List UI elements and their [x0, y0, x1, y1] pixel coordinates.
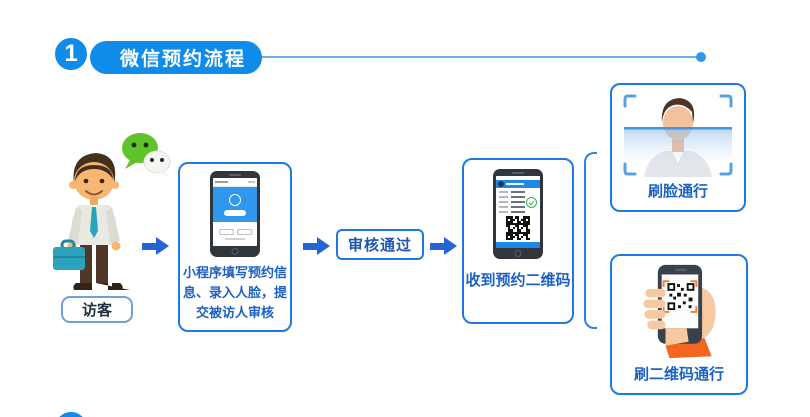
- avatar: [498, 181, 504, 188]
- visitor-label: 访客: [61, 296, 133, 323]
- next-step-number: 2: [64, 414, 77, 417]
- miniprogram-logo-icon: [229, 193, 241, 206]
- outcome-face-label: 刷脸通行: [647, 183, 708, 200]
- arrow-right-icon: [142, 237, 169, 256]
- review-passed-label: 审核通过: [347, 237, 412, 254]
- visitor-illustration: [53, 153, 130, 290]
- qr-code: [506, 216, 530, 241]
- phone-qr-mockup: [493, 169, 543, 259]
- step-number: 1: [64, 40, 78, 67]
- phone-home-button: [514, 250, 522, 257]
- phone-speaker: [229, 174, 241, 176]
- miniprogram-navbar: [213, 178, 257, 187]
- miniprogram-hero: [213, 187, 257, 222]
- outcome-qr-pass-box: 刷二维码通行: [610, 254, 748, 395]
- step-number-badge: 1: [52, 35, 90, 73]
- phone-speaker: [512, 172, 524, 174]
- header-rule-line: [258, 56, 698, 58]
- hand-holding-phone-illustration: [643, 264, 716, 359]
- approved-check-icon: [526, 197, 537, 209]
- arrow-right-icon: [303, 237, 330, 256]
- step2-qr-received-box: 收到预约二维码: [462, 158, 574, 324]
- arrow-right-icon: [430, 237, 457, 256]
- wechat-icon: [122, 133, 171, 177]
- step1-miniprogram-box: 小程序填写预约信息、录入人脸，提交被访人审核: [178, 162, 292, 332]
- visitor-label-text: 访客: [81, 302, 112, 319]
- phone-home-button: [231, 248, 239, 255]
- miniprogram-button: [224, 209, 246, 216]
- face-scan-illustration: [623, 94, 733, 177]
- app-navbar: [496, 179, 540, 189]
- step1-caption: 小程序填写预约信息、录入人脸，提交被访人审核: [183, 265, 288, 320]
- phone-screen: [496, 176, 540, 248]
- header-rule-end-dot: [696, 52, 706, 62]
- reservation-detail: [496, 188, 540, 243]
- section-title: 微信预约流程: [119, 49, 246, 70]
- step2-caption: 收到预约二维码: [465, 272, 571, 289]
- next-step-number-badge: 2: [52, 409, 90, 417]
- phone-miniprogram-mockup: [210, 171, 260, 257]
- outcome-qr-label: 刷二维码通行: [633, 366, 724, 383]
- outcome-face-pass-box: 刷脸通行: [610, 83, 746, 212]
- app-footer-bar: [496, 242, 540, 248]
- review-passed-box: 审核通过: [336, 229, 424, 260]
- section-title-banner: 微信预约流程: [90, 41, 262, 74]
- phone-screen: [213, 178, 257, 246]
- grouping-bracket: [584, 152, 597, 329]
- miniprogram-actions: [213, 222, 257, 246]
